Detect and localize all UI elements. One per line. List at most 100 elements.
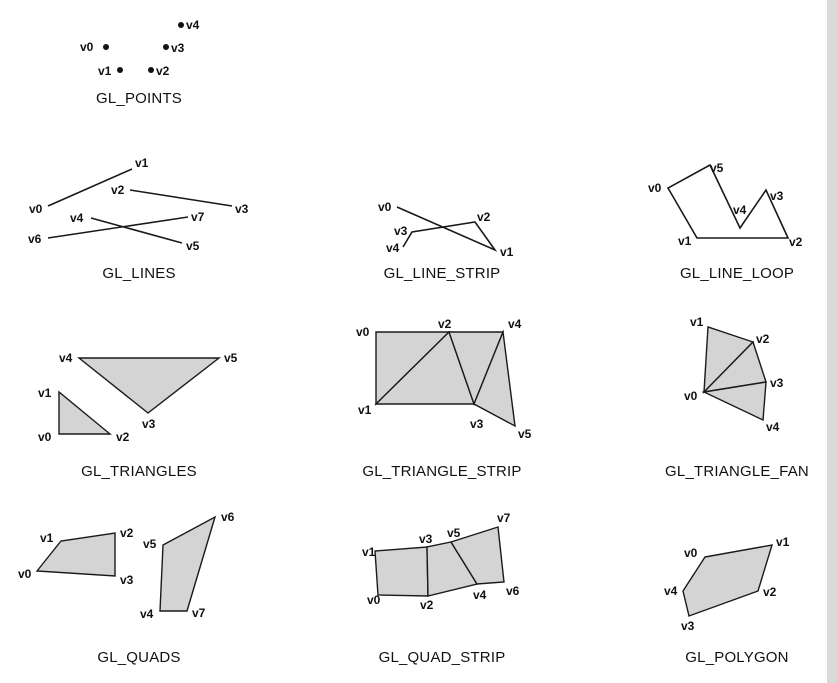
- vertex-label: v2: [438, 317, 452, 331]
- vertex-label: v2: [756, 332, 770, 346]
- vertex-label: v4: [140, 607, 154, 621]
- vertex-label: v6: [506, 584, 520, 598]
- vertex-label: v0: [378, 200, 392, 214]
- caption-gl-polygon: GL_POLYGON: [685, 649, 788, 666]
- polygon-shape: [682, 544, 774, 617]
- vertex-label: v6: [221, 510, 235, 524]
- triangle-v3-v4-v5: [76, 357, 222, 414]
- vertex-label: v2: [120, 526, 134, 540]
- vertex-label: v1: [500, 245, 514, 259]
- vertex-label: v4: [733, 203, 747, 217]
- caption-gl-triangle-strip: GL_TRIANGLE_STRIP: [362, 463, 521, 480]
- vertex-label: v2: [116, 430, 130, 444]
- point-v2: [148, 67, 154, 73]
- line-v4-v5: [90, 217, 183, 244]
- vertex-label: v7: [191, 210, 205, 224]
- vertex-label: v5: [224, 351, 238, 365]
- vertex-label: v3: [120, 573, 134, 587]
- vertex-label: v1: [776, 535, 790, 549]
- caption-gl-line-loop: GL_LINE_LOOP: [680, 265, 794, 282]
- vertex-label: v7: [497, 511, 511, 525]
- fan-triangle-2: [701, 381, 767, 422]
- vertex-label: v1: [362, 545, 376, 559]
- vertex-label: v5: [710, 161, 724, 175]
- vertex-label: v2: [763, 585, 777, 599]
- vertex-label: v2: [111, 183, 125, 197]
- strip-quad-2: [449, 526, 505, 585]
- line-loop-panel: v0 v1 v2 v3 v4 v5 GL_LINE_LOOP: [648, 161, 803, 282]
- vertex-label: v3: [770, 189, 784, 203]
- caption-gl-lines: GL_LINES: [102, 265, 175, 282]
- caption-gl-quad-strip: GL_QUAD_STRIP: [379, 649, 506, 666]
- vertex-label: v1: [135, 156, 149, 170]
- line-v0-v1: [47, 168, 133, 207]
- quad-v0-v3: [35, 532, 116, 577]
- point-v4: [178, 22, 184, 28]
- vertex-label: v2: [789, 235, 803, 249]
- caption-gl-triangles: GL_TRIANGLES: [81, 463, 197, 480]
- vertex-label: v0: [80, 40, 94, 54]
- vertex-label: v3: [142, 417, 156, 431]
- triangles-panel: v0 v1 v2 v3 v4 v5 GL_TRIANGLES: [38, 351, 238, 480]
- vertex-label: v4: [766, 420, 780, 434]
- points-panel: v0 v1 v2 v3 v4 GL_POINTS: [80, 18, 200, 107]
- vertex-label: v2: [156, 64, 170, 78]
- vertex-label: v1: [38, 386, 52, 400]
- vertex-label: v0: [367, 593, 381, 607]
- vertex-label: v0: [648, 181, 662, 195]
- vertex-label: v6: [28, 232, 42, 246]
- vertex-label: v4: [59, 351, 73, 365]
- page-edge-border: [827, 0, 837, 683]
- vertex-label: v4: [664, 584, 678, 598]
- caption-gl-triangle-fan: GL_TRIANGLE_FAN: [665, 463, 809, 480]
- vertex-label: v4: [386, 241, 400, 255]
- vertex-label: v4: [473, 588, 487, 602]
- vertex-label: v2: [477, 210, 491, 224]
- vertex-label: v1: [98, 64, 112, 78]
- vertex-label: v3: [235, 202, 249, 216]
- point-v0: [103, 44, 109, 50]
- quads-panel: v0 v1 v2 v3 v4 v5 v6 v7 GL_QUADS: [18, 510, 235, 666]
- vertex-label: v3: [419, 532, 433, 546]
- vertex-label: v0: [18, 567, 32, 581]
- caption-gl-quads: GL_QUADS: [97, 649, 180, 666]
- vertex-label: v4: [186, 18, 200, 32]
- vertex-label: v1: [690, 315, 704, 329]
- point-v3: [163, 44, 169, 50]
- point-v1: [117, 67, 123, 73]
- lines-panel: v0 v1 v2 v3 v4 v5 v6 v7 GL_LINES: [28, 156, 249, 282]
- triangle-strip-panel: v0 v1 v2 v3 v4 v5 GL_TRIANGLE_STRIP: [356, 317, 532, 480]
- vertex-label: v2: [420, 598, 434, 612]
- quad-v4-v7: [159, 515, 217, 612]
- vertex-label: v5: [143, 537, 157, 551]
- strip-quad-0: [374, 546, 429, 597]
- vertex-label: v0: [29, 202, 43, 216]
- line-strip-panel: v0 v1 v2 v3 v4 GL_LINE_STRIP: [378, 200, 514, 282]
- triangle-fan-panel: v0 v1 v2 v3 v4 GL_TRIANGLE_FAN: [665, 315, 809, 480]
- vertex-label: v0: [684, 389, 698, 403]
- vertex-label: v0: [38, 430, 52, 444]
- caption-gl-line-strip: GL_LINE_STRIP: [384, 265, 501, 282]
- vertex-label: v4: [70, 211, 84, 225]
- vertex-label: v1: [40, 531, 54, 545]
- vertex-label: v7: [192, 606, 206, 620]
- vertex-label: v0: [356, 325, 370, 339]
- line-v6-v7: [47, 216, 189, 239]
- vertex-label: v3: [171, 41, 185, 55]
- line-v2-v3: [129, 189, 233, 207]
- vertex-label: v5: [186, 239, 200, 253]
- vertex-label: v4: [508, 317, 522, 331]
- line-loop-path: [666, 163, 790, 239]
- caption-gl-points: GL_POINTS: [96, 90, 182, 107]
- triangle-v0-v1-v2: [58, 390, 112, 435]
- vertex-label: v5: [447, 526, 461, 540]
- vertex-label: v3: [681, 619, 695, 633]
- polygon-panel: v0 v1 v2 v3 v4 GL_POLYGON: [664, 535, 790, 666]
- strip-triangle-3: [473, 329, 516, 428]
- vertex-label: v0: [684, 546, 698, 560]
- vertex-label: v3: [394, 224, 408, 238]
- vertex-label: v1: [358, 403, 372, 417]
- vertex-label: v3: [770, 376, 784, 390]
- quad-strip-panel: v0 v1 v2 v3 v4 v5 v6 v7 GL_QUAD_STRIP: [362, 511, 520, 666]
